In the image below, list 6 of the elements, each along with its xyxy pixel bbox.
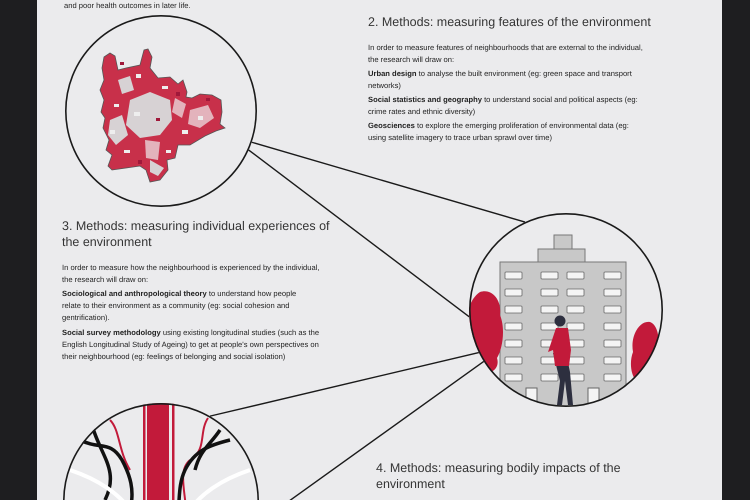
connector-line xyxy=(210,352,479,417)
section-heading: 3. Methods: measuring individual experiences of the environment xyxy=(62,218,331,250)
connector-line xyxy=(248,149,470,318)
section-heading: 4. Methods: measuring bodily impacts of the environment xyxy=(376,460,622,492)
connector-line xyxy=(252,142,526,223)
section-heading: 2. Methods: measuring features of the environment xyxy=(368,14,652,30)
